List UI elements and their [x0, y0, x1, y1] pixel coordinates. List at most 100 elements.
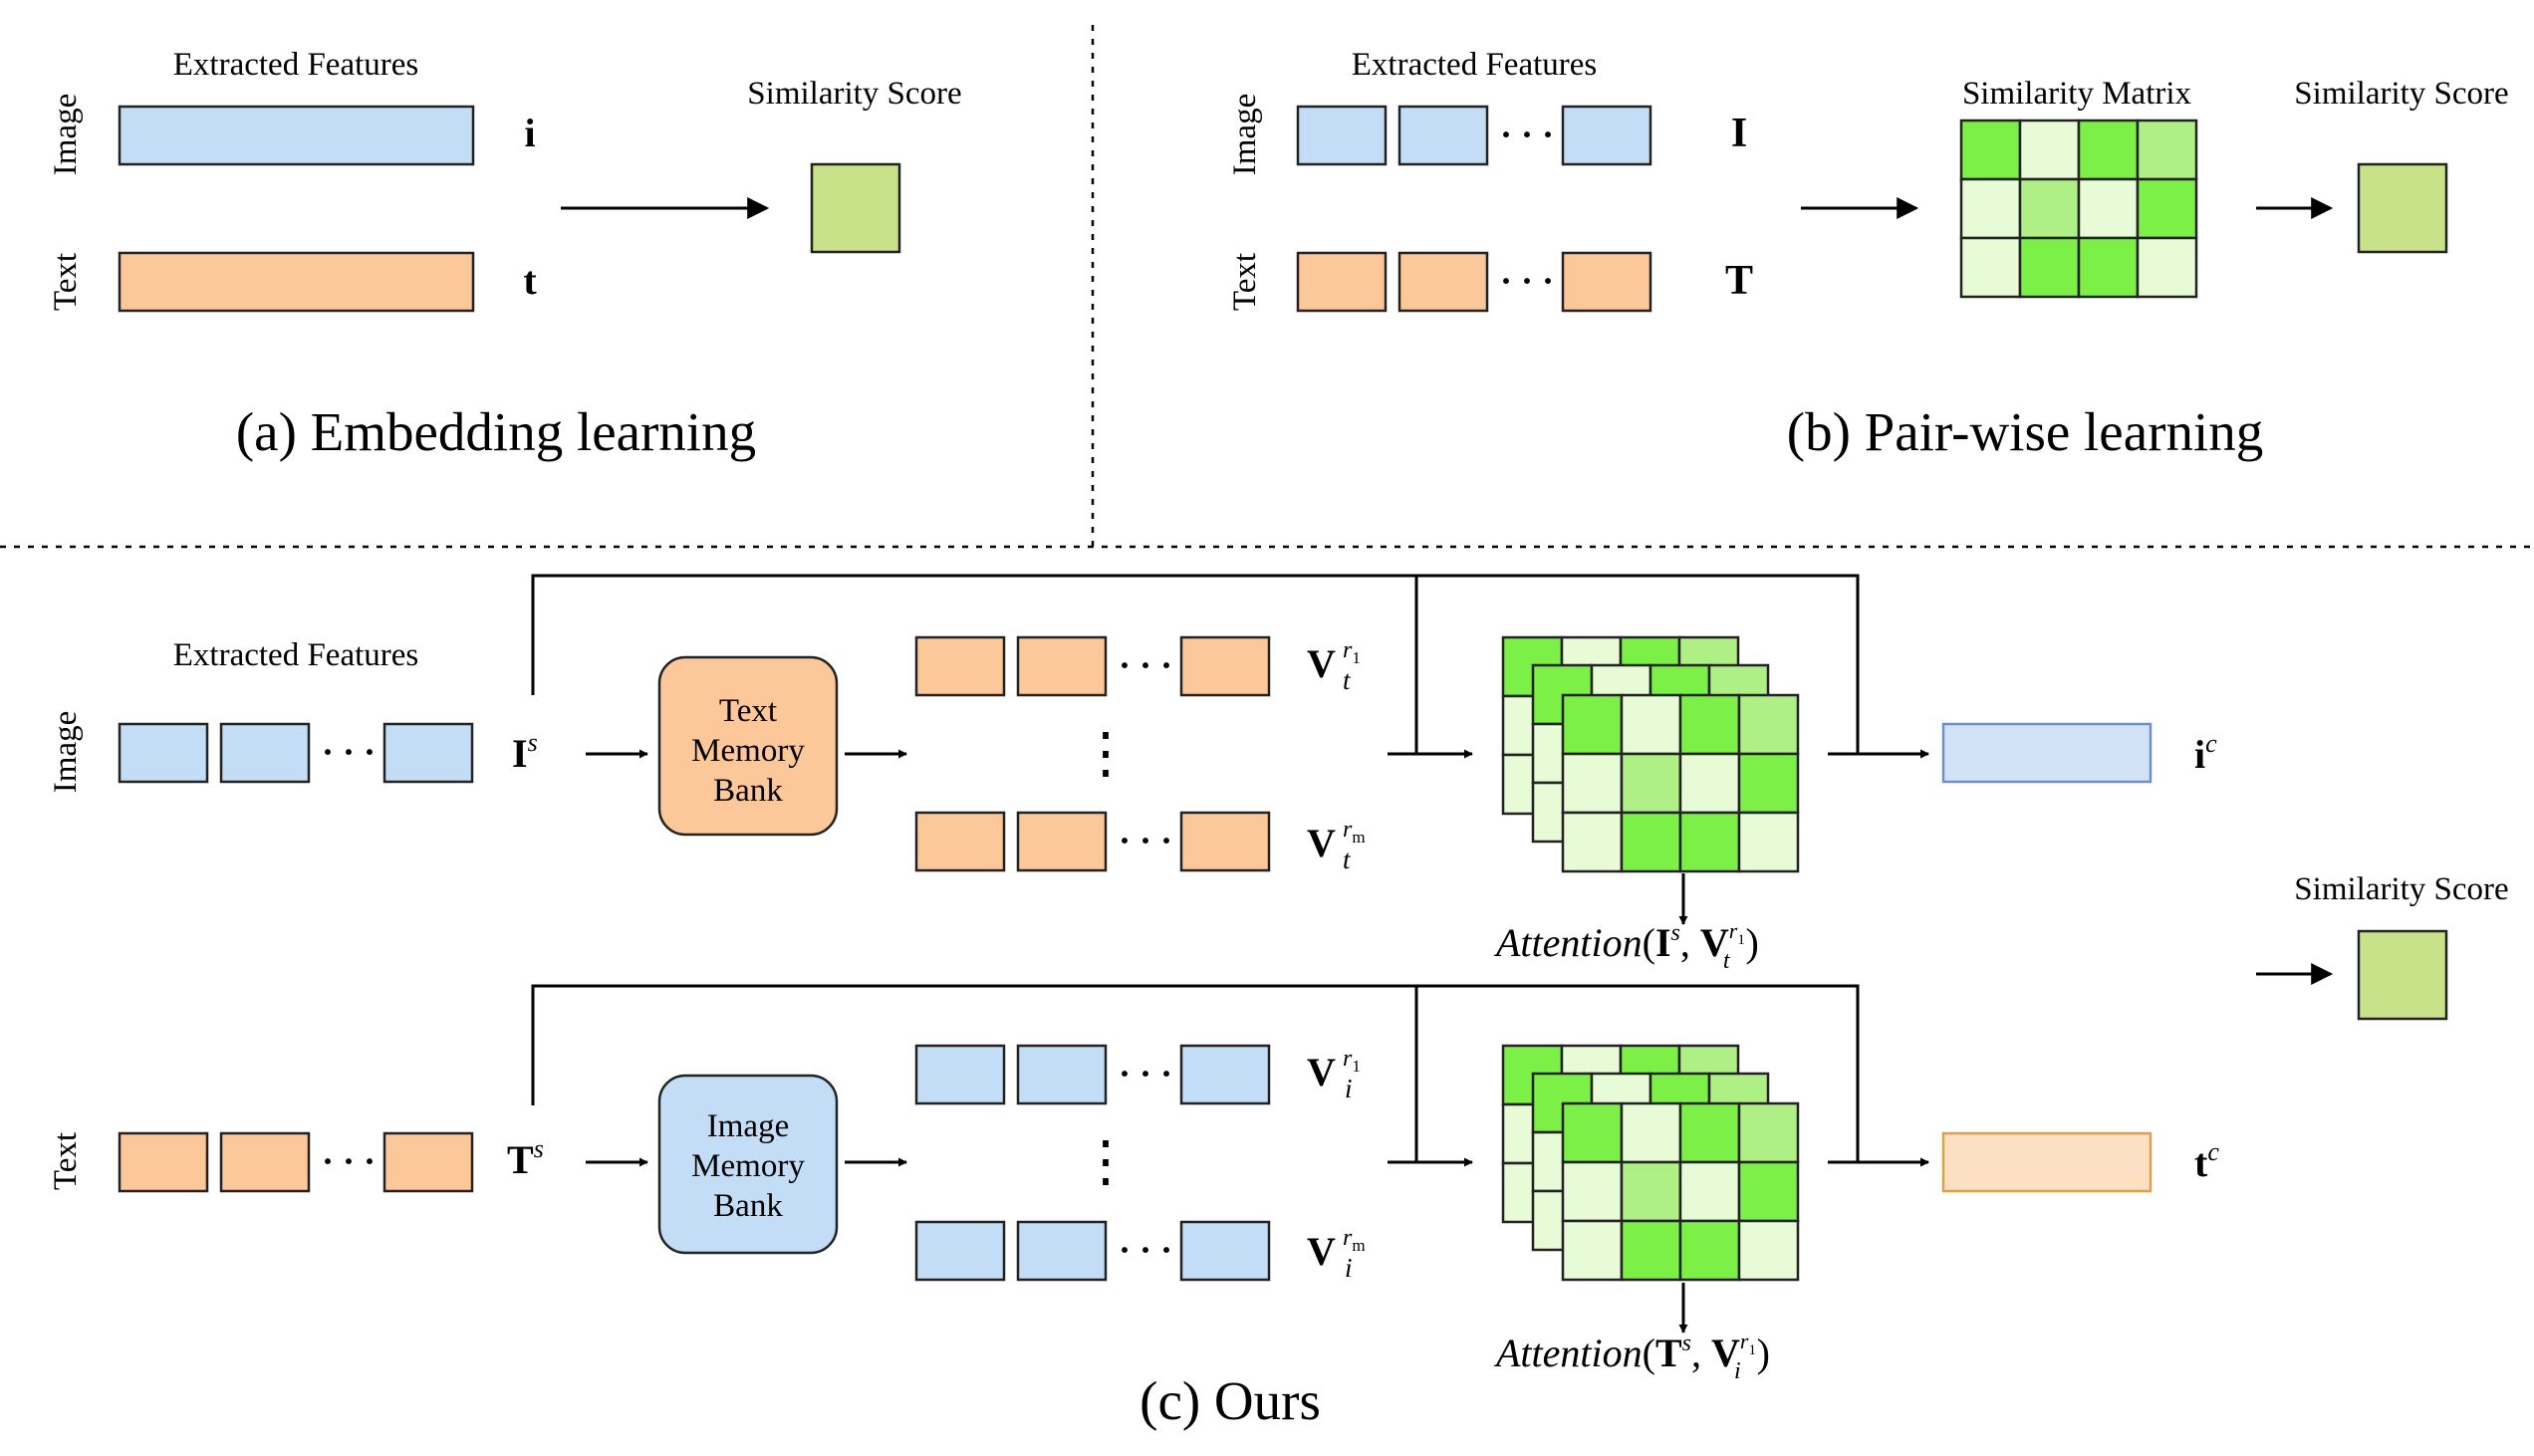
panel-c-attn-bottom-layer-3-cell-1-0	[1561, 1160, 1624, 1223]
panel-c-image-memory-rm: · · ·	[914, 1220, 1271, 1282]
panel-b-matrix-label: Similarity Matrix	[1962, 76, 2192, 112]
panel-b-matrix-cell-0-3	[2136, 119, 2198, 181]
panel-a-text-label: Text	[48, 253, 84, 311]
panel-c-vi-r1-sup: r1	[1343, 1046, 1361, 1076]
panel-c-vt-r1-symbol: V	[1307, 641, 1336, 686]
panel-b-matrix-cell-2-2	[2077, 236, 2140, 299]
panel-c-vt-rm-feature-box-2	[1016, 811, 1108, 872]
panel-b-text-feature-box-3	[1561, 251, 1652, 313]
panel-c-vt-rm-sup: rm	[1343, 817, 1366, 847]
image-memory-bank-line-2: Memory	[691, 1148, 805, 1184]
panel-b-matrix-cell-0-2	[2077, 119, 2140, 181]
panel-c-attn-bottom-layer-3-cell-2-3	[1737, 1219, 1800, 1282]
panel-c-vi-rm-feature-box-1	[914, 1220, 1006, 1282]
panel-c-vt-r1-sub: t	[1343, 665, 1352, 695]
panel-a-header: Extracted Features	[173, 47, 418, 83]
panel-c-output-text-feature	[1941, 1131, 2153, 1193]
panel-c-text-memory-rm: · · ·	[914, 811, 1271, 872]
panel-c-image-feature-box-1	[118, 722, 209, 784]
panel-c-output-image-symbol: ic	[2194, 729, 2217, 777]
panel-b-matrix-cell-0-1	[2018, 119, 2081, 181]
panel-c-attn-top-layer-3-cell-2-0	[1561, 811, 1624, 873]
panel-b-image-symbol: I	[1731, 111, 1747, 156]
image-memory-bank-line-3: Bank	[713, 1188, 783, 1224]
panel-b: Extracted Features Image Text · · · · · …	[1227, 47, 2509, 462]
panel-a-image-label: Image	[48, 94, 84, 175]
panel-c-text-feature-ellipsis: · · ·	[322, 1141, 376, 1181]
panel-b-similarity-matrix	[1959, 119, 2198, 299]
panel-c-attn-bottom-layer-3-cell-0-0	[1561, 1101, 1624, 1164]
panel-c-vi-r1-feature-box-3	[1179, 1044, 1271, 1105]
panel-c-attn-bottom-layer-3-cell-2-0	[1561, 1219, 1624, 1282]
panel-b-text-feature-box-1	[1296, 251, 1388, 313]
panel-c-vt-rm-feature-box-1	[914, 811, 1006, 872]
panel-c-text-features: · · ·	[118, 1131, 474, 1193]
panel-c-attn-top-layer-3-cell-1-1	[1620, 752, 1682, 815]
panel-a-score-box	[810, 162, 901, 254]
panel-c-attn-top-layer-3-cell-2-3	[1737, 811, 1800, 873]
panel-c-vi-r1-symbol: V	[1307, 1050, 1336, 1094]
panel-c-attn-top-layer-3-cell-0-3	[1737, 693, 1800, 756]
panel-c-vt-r1-feature-box-3	[1179, 635, 1271, 697]
panel-c-vt-r1-feature-box-1	[914, 635, 1006, 697]
panel-c-attn-top-layer-3-cell-2-2	[1678, 811, 1741, 873]
panel-c-attn-bottom-layer-3-cell-0-3	[1737, 1101, 1800, 1164]
panel-c-attention-stack-top	[1501, 635, 1800, 873]
text-memory-bank	[657, 655, 839, 837]
panel-c-attn-top-layer-3-cell-1-0	[1561, 752, 1624, 815]
panel-c-vi-rm-symbol: V	[1307, 1229, 1336, 1274]
panel-c-attn-bottom-layer-3-cell-1-2	[1678, 1160, 1741, 1223]
panel-c-attention-stack-bottom	[1501, 1044, 1800, 1282]
image-memory-bank-line-1: Image	[707, 1108, 789, 1144]
panel-c-attn-bottom-layer-3-cell-0-2	[1678, 1101, 1741, 1164]
panel-c-score-box	[2357, 929, 2448, 1021]
panel-b-matrix-cell-0-0	[1959, 119, 2022, 181]
panel-b-image-feature-box-2	[1397, 105, 1489, 166]
panel-c-text-feature-box-1	[118, 1131, 209, 1193]
panel-c-vi-rm-feature-box-3	[1179, 1220, 1271, 1282]
panel-c-vi-r1-feature-box-2	[1016, 1044, 1108, 1105]
panel-c-vt-rm-feature-ellipsis: · · ·	[1119, 821, 1172, 860]
panel-c-score-label: Similarity Score	[2294, 871, 2508, 907]
panel-c-vt-r1-feature-ellipsis: · · ·	[1119, 645, 1172, 685]
panel-c-text-label: Text	[48, 1132, 84, 1190]
panel-c-attn-bottom-layer-3	[1561, 1101, 1800, 1282]
panel-a-image-feature	[118, 105, 475, 166]
panel-c-attn-top-layer-3-cell-0-1	[1620, 693, 1682, 756]
panel-a-caption: (a) Embedding learning	[236, 401, 756, 462]
panel-b-image-feature-box-3	[1561, 105, 1652, 166]
panel-b-image-features: · · ·	[1296, 105, 1652, 166]
panel-c-vi-rm-feature-ellipsis: · · ·	[1119, 1230, 1172, 1270]
panel-b-image-feature-ellipsis: · · ·	[1500, 115, 1554, 154]
panel-c: Extracted Features Image Text · · · Is T…	[48, 574, 2509, 1431]
panel-c-attn-bottom-layer-3-cell-0-1	[1620, 1101, 1682, 1164]
panel-b-matrix-cell-2-3	[2136, 236, 2198, 299]
panel-c-attn-bottom-layer-3-cell-2-1	[1620, 1219, 1682, 1282]
text-memory-bank-line-2: Memory	[691, 733, 805, 769]
panel-b-matrix-cell-2-0	[1959, 236, 2022, 299]
panel-b-text-feature-ellipsis: · · ·	[1500, 261, 1554, 301]
panel-b-header: Extracted Features	[1352, 47, 1597, 83]
panel-b-matrix-cell-1-0	[1959, 177, 2022, 240]
panel-c-vi-rm-sub: i	[1345, 1253, 1353, 1283]
panel-c-vi-r1-feature-box-1	[914, 1044, 1006, 1105]
panel-c-header: Extracted Features	[173, 637, 418, 673]
panel-b-text-label: Text	[1227, 253, 1263, 311]
panel-c-image-label: Image	[48, 711, 84, 793]
text-memory-bank-line-1: Text	[719, 693, 777, 729]
panel-c-attn-top-layer-3	[1561, 693, 1800, 873]
panel-b-matrix-cell-2-1	[2018, 236, 2081, 299]
panel-c-vi-rm-feature-box-2	[1016, 1220, 1108, 1282]
panel-c-vt-rm-symbol: V	[1307, 821, 1336, 865]
panel-c-vt-rm-feature-box-3	[1179, 811, 1271, 872]
panel-c-text-feature-box-2	[219, 1131, 311, 1193]
panel-c-image-memory-r1: · · ·	[914, 1044, 1271, 1105]
panel-c-attn-bottom-layer-3-cell-1-3	[1737, 1160, 1800, 1223]
panel-c-image-feature-box-3	[382, 722, 474, 784]
panel-c-vdots-top: ⋮	[1078, 723, 1134, 785]
panel-c-attn-bottom-layer-3-cell-2-2	[1678, 1219, 1741, 1282]
panel-c-output-image-feature	[1941, 722, 2153, 784]
panel-c-vt-r1-sup: r1	[1343, 637, 1361, 667]
